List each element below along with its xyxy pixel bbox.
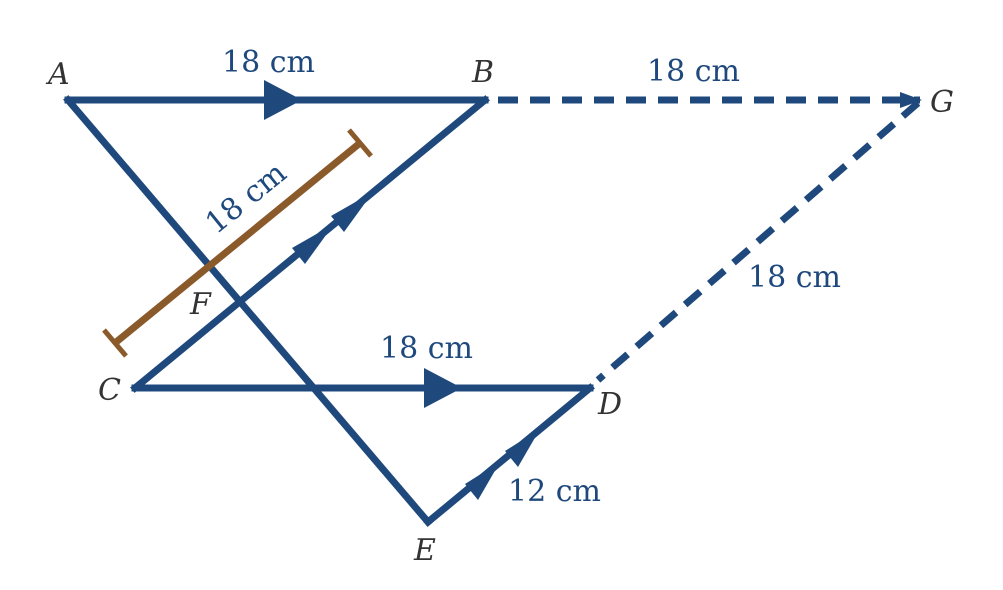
point-label-c: C bbox=[98, 373, 121, 408]
measure-bar bbox=[112, 140, 363, 346]
arrow-bc-1 bbox=[292, 224, 334, 264]
length-label-measure: 18 cm bbox=[199, 156, 293, 242]
segment-ae bbox=[63, 95, 433, 527]
arrow-ab bbox=[264, 80, 302, 120]
point-label-e: E bbox=[413, 533, 436, 568]
point-label-a: A bbox=[45, 57, 70, 92]
point-label-f: F bbox=[189, 287, 212, 322]
point-label-d: D bbox=[597, 387, 622, 422]
length-label-ed: 12 cm bbox=[508, 474, 601, 509]
measure-bar-end-cap bbox=[347, 128, 373, 158]
measure-bar-end-cap bbox=[102, 328, 128, 358]
arrow-g bbox=[900, 92, 922, 108]
length-label-cd: 18 cm bbox=[380, 331, 473, 366]
point-label-b: B bbox=[471, 55, 494, 90]
arrow-cd bbox=[424, 368, 462, 408]
length-label-gd: 18 cm bbox=[748, 260, 841, 295]
point-label-g: G bbox=[930, 85, 954, 120]
arrow-ed-1 bbox=[465, 462, 500, 500]
arrow-ed-2 bbox=[505, 429, 540, 467]
length-label-bg: 18 cm bbox=[647, 54, 740, 89]
length-label-ab: 18 cm bbox=[222, 45, 315, 80]
arrow-bc-2 bbox=[331, 192, 373, 232]
dashed-segment-gd bbox=[595, 100, 921, 383]
